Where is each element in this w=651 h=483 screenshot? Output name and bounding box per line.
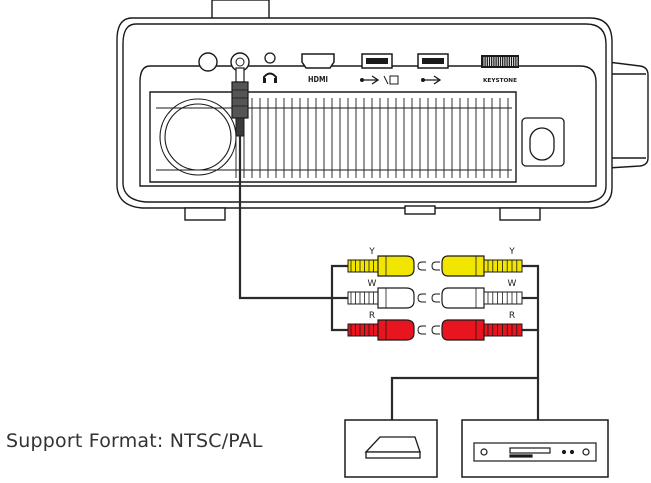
rca-plug-left-w: W	[348, 279, 426, 308]
rca-label-right-2: R	[509, 311, 515, 321]
rca-label-left-0: Y	[368, 247, 375, 257]
rca-label-right-0: Y	[508, 247, 515, 257]
hdmi-port-icon	[302, 54, 334, 68]
dvd-player-device	[462, 420, 608, 477]
rca-plug-left-y: Y	[348, 247, 426, 276]
rca-label-left-2: R	[369, 311, 375, 321]
rca-plug-right-r: R	[432, 311, 522, 340]
keystone-label: KEYSTONE	[483, 78, 517, 84]
rca-plugs-right: Y W R	[432, 247, 522, 340]
hdmi-label: HDMI	[308, 75, 328, 84]
rca-plugs-left: Y W R	[348, 247, 426, 340]
rca-label-right-1: W	[508, 279, 517, 289]
rca-label-left-1: W	[368, 279, 377, 289]
power-icon	[199, 53, 217, 71]
settop-box-device	[345, 420, 437, 477]
support-format-caption: Support Format: NTSC/PAL	[6, 430, 263, 452]
power-button[interactable]	[199, 53, 217, 71]
dvd-player-icon	[474, 443, 596, 461]
projector	[117, 0, 648, 220]
rca-plug-right-y: Y	[432, 247, 522, 276]
rca-plug-right-w: W	[432, 279, 522, 308]
keystone-wheel-icon	[481, 55, 519, 68]
rca-plug-left-r: R	[348, 311, 426, 340]
